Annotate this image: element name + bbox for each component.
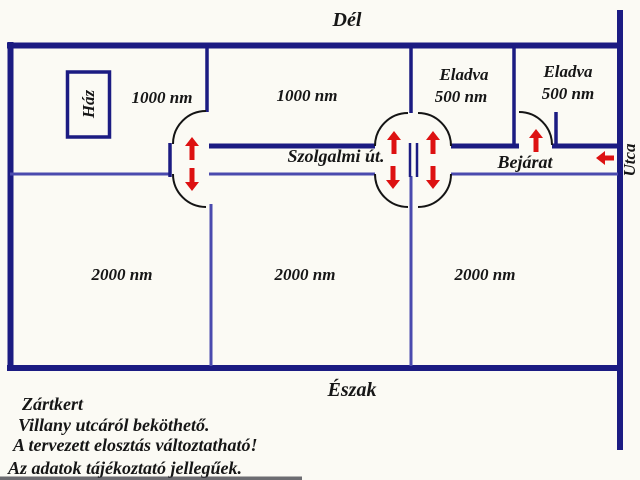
access-arrow-up [529, 129, 543, 152]
plot-size-label: 1000 nm [277, 86, 338, 105]
top-plot-dividers [205, 46, 516, 146]
door-arc-bottom-left [172, 173, 207, 208]
service-road [10, 112, 618, 177]
plot-status-label: Eladva [542, 62, 593, 81]
road-labels: Szolgalmi út. Bejárat [287, 146, 553, 172]
note-line: A tervezett elosztás változtatható! [12, 435, 258, 455]
door-swing-arcs [172, 110, 553, 208]
access-arrow-up [387, 131, 401, 154]
access-arrow-up [185, 137, 199, 160]
access-arrow-down [426, 166, 440, 189]
house-label: Ház [79, 89, 98, 119]
bottom-plot-dividers [209, 176, 413, 366]
door-arc-top-left [172, 110, 207, 145]
door-arc-mid-upper-right [417, 112, 452, 147]
bottom-row-plots: 2000 nm 2000 nm 2000 nm [91, 265, 516, 284]
notes: Zártkert Villany utcáról beköthető. A te… [7, 394, 258, 478]
door-arc-mid-lower-right [417, 173, 452, 208]
plot-size-label: 2000 nm [91, 265, 153, 284]
plot-size-label: 500 nm [542, 84, 594, 103]
plot-size-label: 2000 nm [454, 265, 516, 284]
note-line: Zártkert [21, 394, 84, 414]
door-arc-entrance [518, 111, 553, 146]
service-road-label: Szolgalmi út. [287, 146, 384, 166]
house-box [65, 70, 112, 139]
street-label: Utca [620, 143, 639, 177]
plot-size-label: 2000 nm [274, 265, 336, 284]
access-arrows [185, 129, 614, 191]
plot-size-label: 500 nm [435, 87, 487, 106]
parcel-borders [7, 10, 623, 450]
entrance-label: Bejárat [496, 152, 553, 172]
house: Ház [65, 70, 112, 139]
plot-status-label: Eladva [438, 65, 489, 84]
top-row-plots: 1000 nm 1000 nm Eladva 500 nm Eladva 500… [132, 62, 595, 107]
door-arc-mid-upper-left [374, 112, 409, 147]
entrance-arrow-left [596, 151, 614, 165]
plot-size-label: 1000 nm [132, 88, 193, 107]
scan-artifact-line [0, 476, 302, 480]
compass-labels: Dél Észak Utca [327, 9, 639, 401]
door-arc-mid-lower-left [374, 173, 409, 208]
note-line: Villany utcáról beköthető. [18, 415, 210, 435]
access-arrow-down [386, 166, 400, 189]
note-line: Az adatok tájékoztató jellegűek. [7, 458, 242, 478]
compass-north-label: Észak [327, 378, 377, 401]
access-arrow-up [426, 131, 440, 154]
access-arrow-down [185, 168, 199, 191]
compass-south-label: Dél [332, 9, 362, 31]
